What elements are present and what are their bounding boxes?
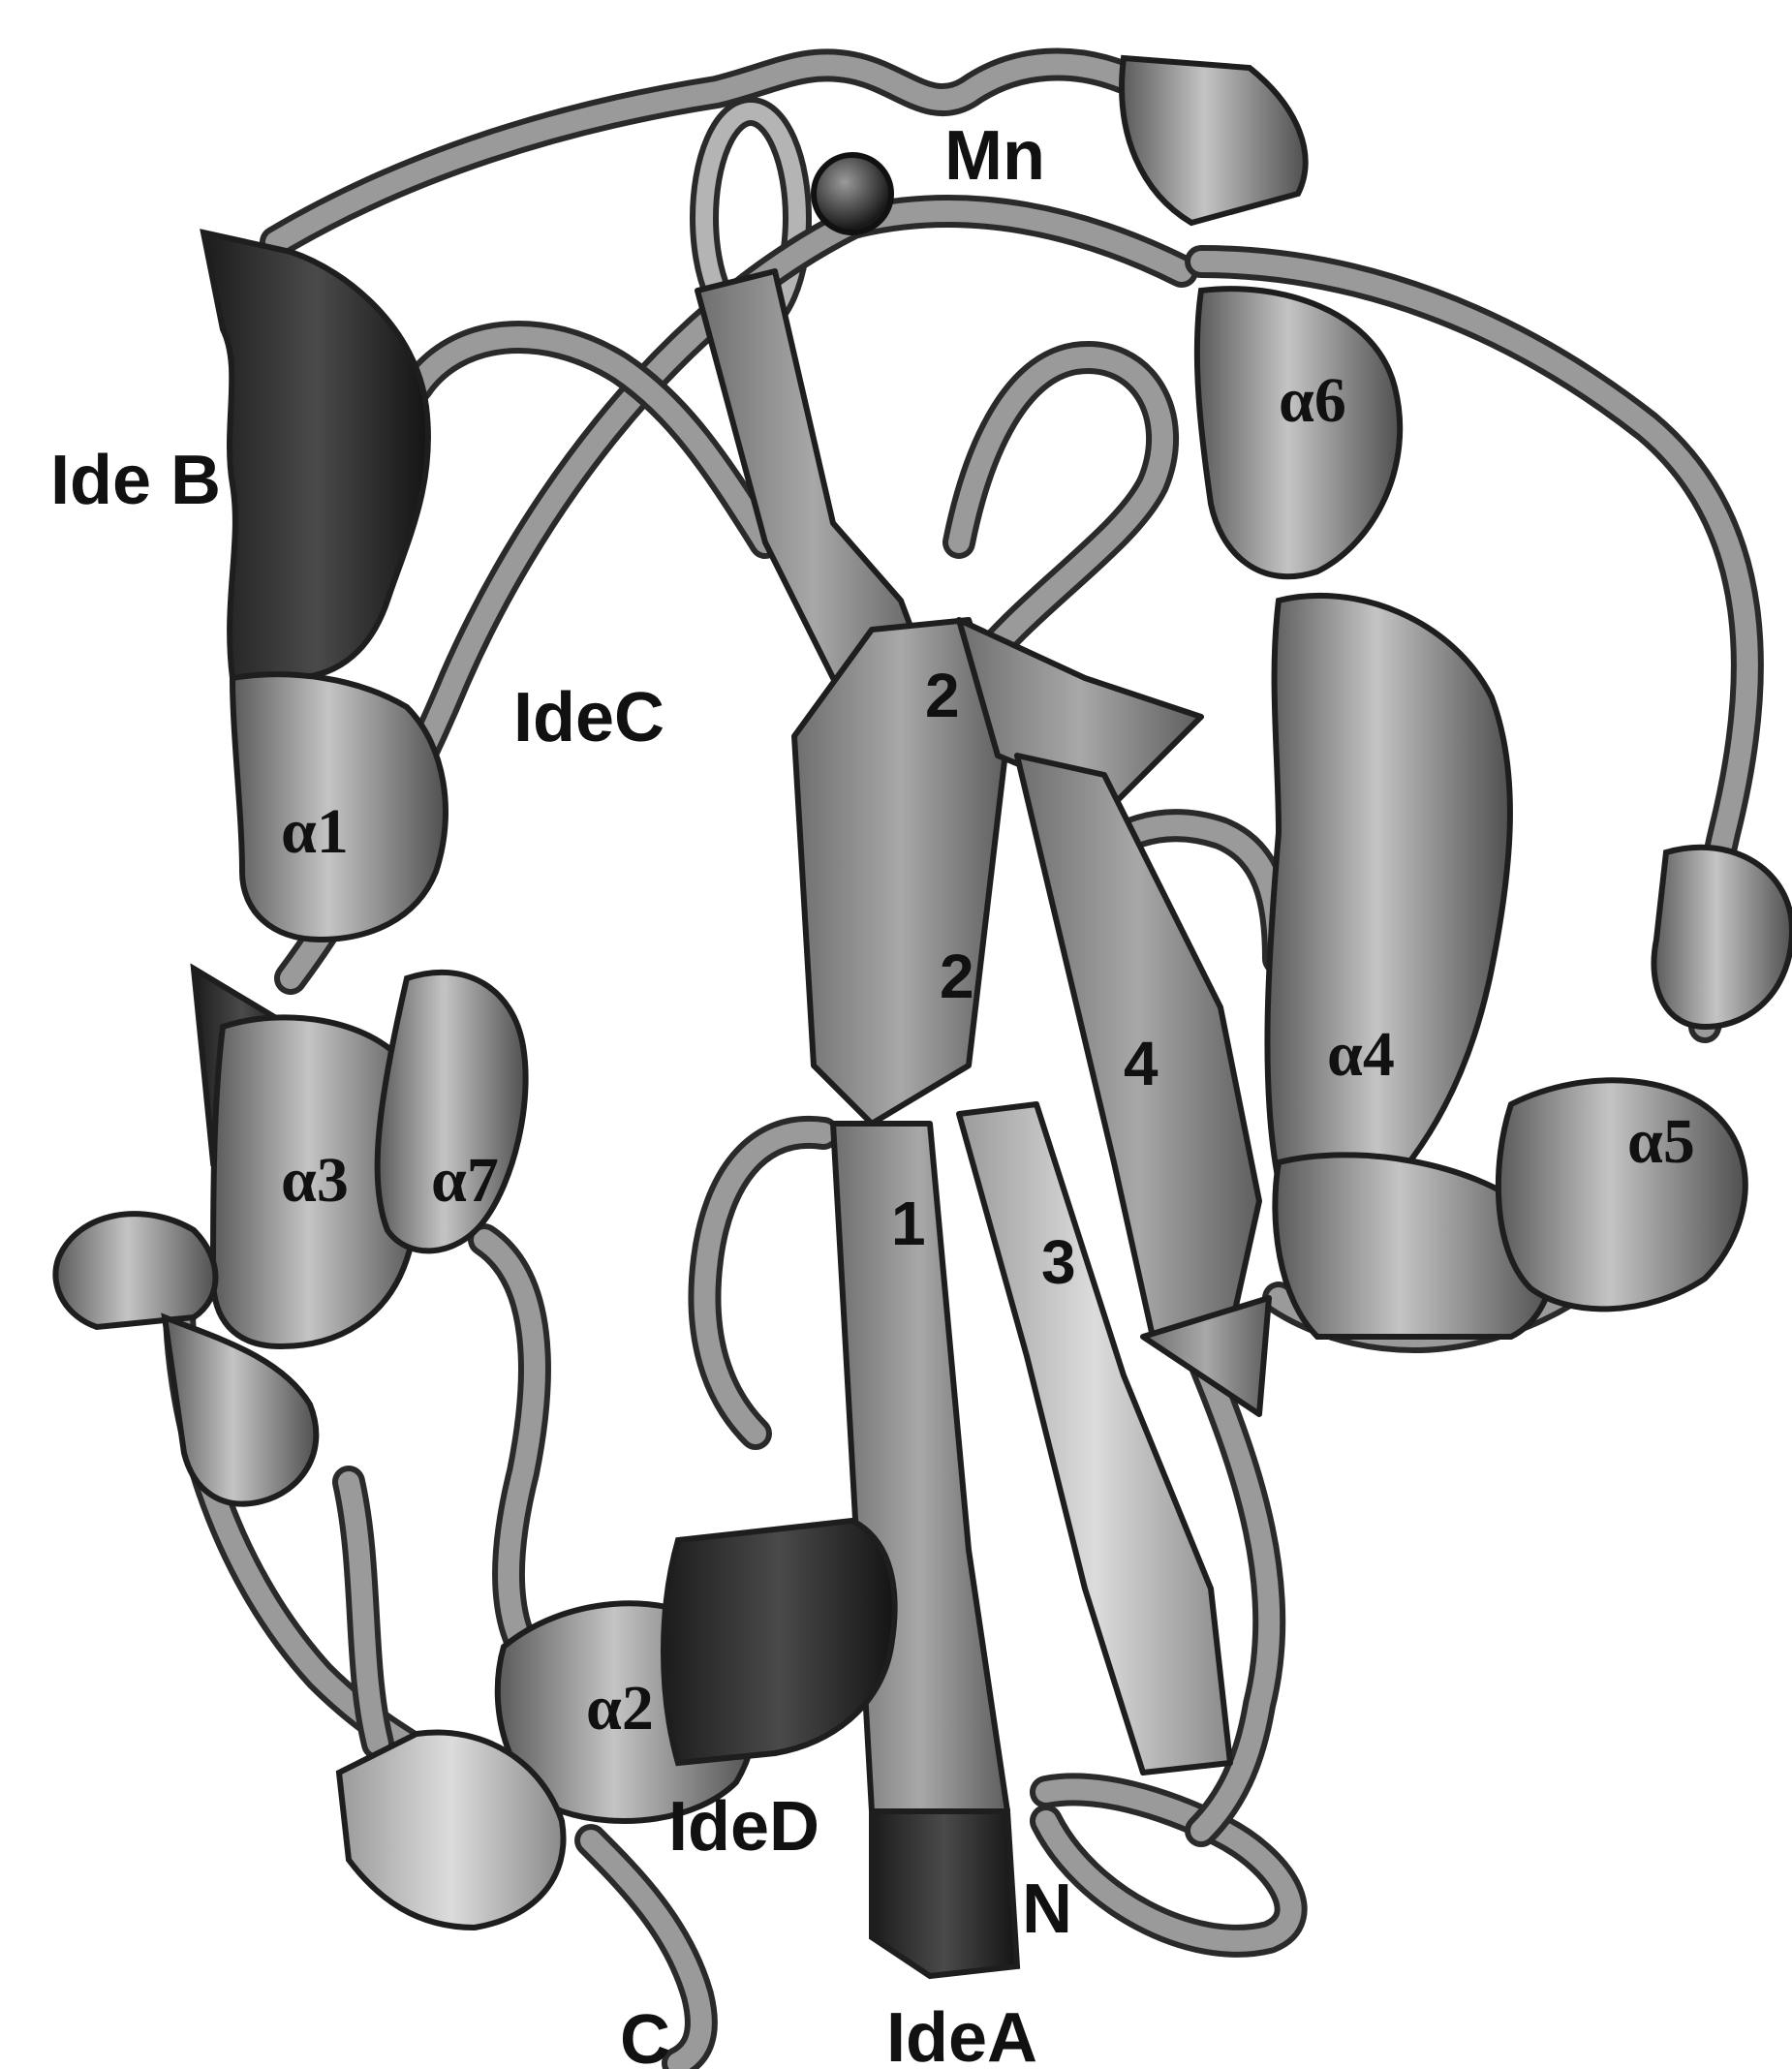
label-n-terminus: N xyxy=(1022,1870,1072,1948)
strand-2-lower xyxy=(794,620,1007,1124)
alpha6-helix xyxy=(1122,58,1306,223)
label-c-terminus: C xyxy=(620,2001,670,2069)
strand-1-dark-end xyxy=(872,1811,1017,1976)
label-strand-2-mid: 2 xyxy=(940,942,974,1011)
ide-b-helix xyxy=(203,232,428,678)
label-alpha1: α1 xyxy=(281,796,349,867)
label-strand-1: 1 xyxy=(891,1189,926,1258)
label-ide-a: IdeA xyxy=(886,1999,1037,2069)
mn-ion-sphere xyxy=(814,155,891,232)
label-alpha2: α2 xyxy=(586,1673,654,1744)
label-alpha3: α3 xyxy=(281,1145,349,1216)
label-strand-2-top: 2 xyxy=(925,661,960,730)
label-ide-d: IdeD xyxy=(668,1788,819,1866)
label-ide-c: IdeC xyxy=(513,679,664,757)
label-strand-3: 3 xyxy=(1041,1227,1076,1297)
ide-d-helix xyxy=(664,1521,895,1763)
alpha5-helix xyxy=(1498,1080,1746,1309)
label-strand-4: 4 xyxy=(1124,1029,1159,1098)
label-alpha6: α6 xyxy=(1279,365,1346,436)
label-alpha7: α7 xyxy=(431,1145,499,1216)
alpha4-helix xyxy=(1267,596,1509,1225)
label-ide-b: Ide B xyxy=(50,442,221,519)
label-mn: Mn xyxy=(944,117,1045,195)
label-alpha4: α4 xyxy=(1327,1019,1395,1090)
label-alpha5: α5 xyxy=(1627,1106,1695,1177)
